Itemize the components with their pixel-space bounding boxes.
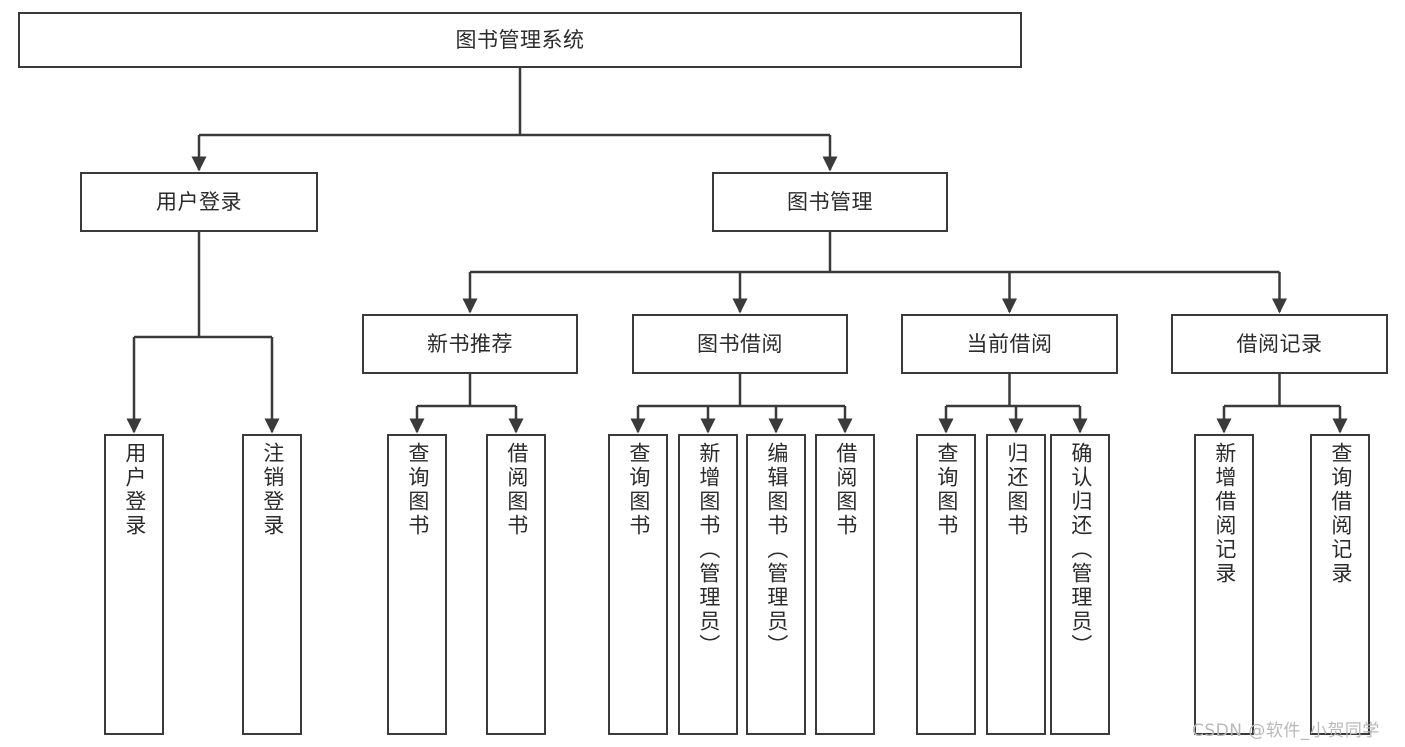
node-current-borrow-label: 当前借阅 xyxy=(966,331,1053,356)
node-book-manage-label: 图书管理 xyxy=(787,189,873,214)
node-user-login-label: 用户登录 xyxy=(156,189,242,214)
node-leaf-logout[interactable]: 注销登录 xyxy=(242,434,302,735)
watermark: CSDN @软件_小贺同学 xyxy=(1192,721,1380,741)
node-leaf-return-book[interactable]: 归还图书 xyxy=(986,434,1046,735)
node-book-manage[interactable]: 图书管理 xyxy=(712,172,948,232)
node-leaf-user-login-label: 用户登录 xyxy=(122,442,147,538)
node-leaf-add-record-label: 新增借阅记录 xyxy=(1212,442,1237,586)
node-leaf-borrow-book-1-label: 借阅图书 xyxy=(504,442,529,538)
node-leaf-query-book-1-label: 查询图书 xyxy=(405,442,430,538)
node-user-login[interactable]: 用户登录 xyxy=(80,172,318,232)
node-leaf-user-login[interactable]: 用户登录 xyxy=(104,434,164,735)
node-new-book-rec[interactable]: 新书推荐 xyxy=(362,314,578,374)
node-leaf-add-record[interactable]: 新增借阅记录 xyxy=(1194,434,1254,735)
node-leaf-logout-label: 注销登录 xyxy=(260,442,285,538)
node-leaf-confirm-return[interactable]: 确认归还（管理员） xyxy=(1050,434,1110,735)
node-current-borrow[interactable]: 当前借阅 xyxy=(901,314,1118,374)
node-leaf-query-record-label: 查询借阅记录 xyxy=(1328,442,1353,586)
node-root-label: 图书管理系统 xyxy=(455,27,585,52)
node-leaf-query-book-2-label: 查询图书 xyxy=(626,442,651,538)
node-new-book-rec-label: 新书推荐 xyxy=(427,331,513,356)
node-leaf-return-book-label: 归还图书 xyxy=(1004,442,1029,538)
node-leaf-borrow-book-2[interactable]: 借阅图书 xyxy=(815,434,875,735)
node-leaf-query-book-2[interactable]: 查询图书 xyxy=(608,434,668,735)
node-leaf-query-book-3-label: 查询图书 xyxy=(934,442,959,538)
node-leaf-query-book-3[interactable]: 查询图书 xyxy=(916,434,976,735)
node-book-borrow[interactable]: 图书借阅 xyxy=(632,314,848,374)
node-leaf-edit-book[interactable]: 编辑图书（管理员） xyxy=(746,434,806,735)
node-borrow-record-label: 借阅记录 xyxy=(1236,331,1323,356)
node-leaf-add-book[interactable]: 新增图书（管理员） xyxy=(678,434,738,735)
node-leaf-query-record[interactable]: 查询借阅记录 xyxy=(1310,434,1370,735)
node-root[interactable]: 图书管理系统 xyxy=(18,12,1022,68)
node-book-borrow-label: 图书借阅 xyxy=(697,331,783,356)
node-leaf-confirm-return-label: 确认归还（管理员） xyxy=(1068,442,1093,658)
node-leaf-query-book-1[interactable]: 查询图书 xyxy=(387,434,447,735)
node-leaf-add-book-label: 新增图书（管理员） xyxy=(696,442,721,658)
node-leaf-edit-book-label: 编辑图书（管理员） xyxy=(764,442,789,658)
node-borrow-record[interactable]: 借阅记录 xyxy=(1171,314,1388,374)
node-leaf-borrow-book-1[interactable]: 借阅图书 xyxy=(486,434,546,735)
node-leaf-borrow-book-2-label: 借阅图书 xyxy=(833,442,858,538)
